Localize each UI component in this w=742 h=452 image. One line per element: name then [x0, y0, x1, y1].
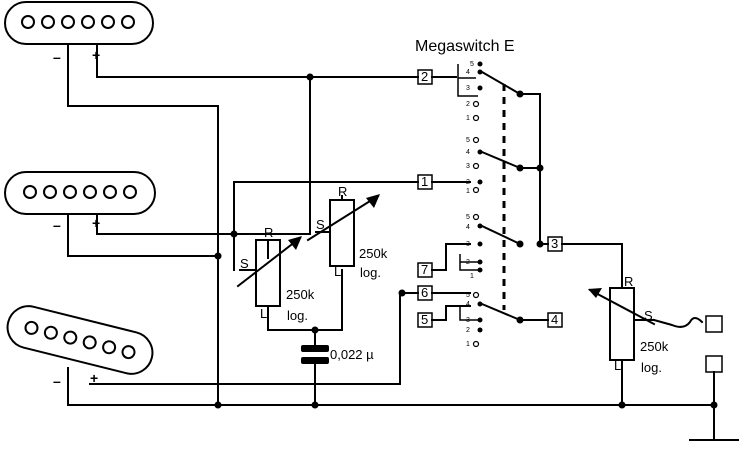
volume-s-label: S — [644, 308, 653, 323]
w4-pin-2: 2 — [466, 327, 470, 334]
pickup-middle — [4, 171, 156, 215]
junction-dots — [214, 73, 718, 409]
w1-pin-3: 3 — [466, 85, 470, 92]
neck-minus-label: – — [53, 49, 61, 65]
volume-r-label: R — [624, 274, 633, 289]
w1-pin-5: 5 — [470, 61, 474, 68]
w4-pin-1: 1 — [466, 341, 470, 348]
w1-pin-1: 1 — [466, 115, 470, 122]
w2-pin-5: 5 — [466, 137, 470, 144]
terminal-7: 7 — [417, 262, 433, 278]
tone2-r-label: R — [338, 184, 347, 199]
w4-pin-3: 3 — [466, 317, 470, 324]
tone-pot-2 — [306, 194, 380, 267]
tone1-value: 250k — [286, 287, 315, 302]
terminal-5: 5 — [417, 312, 433, 328]
terminal-2: 2 — [417, 69, 433, 85]
tone2-value: 250k — [359, 246, 388, 261]
tone1-l-label: L — [260, 306, 267, 321]
svg-text:5: 5 — [421, 312, 428, 327]
w1-pin-4: 4 — [466, 69, 470, 76]
capacitor — [301, 345, 329, 364]
svg-text:1: 1 — [421, 174, 428, 189]
svg-text:7: 7 — [421, 262, 428, 277]
terminal-6: 6 — [417, 285, 433, 301]
volume-value: 250k — [640, 339, 669, 354]
jack-sleeve-terminal — [705, 355, 723, 373]
svg-text:4: 4 — [551, 312, 558, 327]
terminal-boxes: 2 1 3 7 6 5 4 — [417, 69, 563, 328]
w2-pin-4: 4 — [466, 149, 470, 156]
w3-pin-2: 2 — [466, 259, 470, 266]
bridge-minus-label: – — [53, 373, 61, 389]
volume-taper: log. — [641, 360, 662, 375]
terminal-1: 1 — [417, 174, 433, 190]
tone1-taper: log. — [287, 308, 308, 323]
w2-pin-2: 2 — [466, 179, 470, 186]
svg-text:2: 2 — [421, 69, 428, 84]
megaswitch — [457, 64, 522, 322]
w3-pin-4: 4 — [466, 224, 470, 231]
tone1-s-label: S — [240, 256, 249, 271]
w3-pin-3: 3 — [466, 241, 470, 248]
w4-pin-4: 4 — [466, 301, 470, 308]
terminal-4: 4 — [547, 312, 563, 328]
svg-text:3: 3 — [551, 236, 558, 251]
capacitor-value: 0,022 µ — [330, 347, 374, 362]
jack-tip-terminal — [705, 315, 723, 333]
tone2-s-label: S — [316, 217, 325, 232]
w2-pin-3: 3 — [466, 163, 470, 170]
output-jack — [705, 315, 723, 373]
bridge-plus-label: + — [90, 370, 98, 386]
w3-pin-5: 5 — [466, 214, 470, 221]
w3-pin-1: 1 — [470, 273, 474, 280]
wires — [67, 43, 739, 441]
volume-l-label: L — [614, 358, 621, 373]
middle-minus-label: – — [53, 217, 61, 233]
tone2-l-label: L — [334, 264, 341, 279]
pickup-bridge — [6, 305, 154, 375]
svg-text:6: 6 — [421, 285, 428, 300]
volume-pot — [588, 287, 656, 361]
terminal-3: 3 — [547, 236, 563, 252]
switch-title: Megaswitch E — [415, 38, 515, 55]
w4-pin-5: 5 — [466, 292, 470, 299]
pickup-neck — [4, 1, 154, 45]
w1-pin-2: 2 — [466, 101, 470, 108]
tone-pot-1 — [236, 236, 302, 307]
switch-contacts — [472, 61, 483, 348]
tone1-r-label: R — [264, 225, 273, 240]
pin-numbers: 5 4 3 2 1 5 4 3 2 1 5 4 3 2 1 5 4 3 2 1 — [466, 61, 474, 348]
w2-pin-1: 1 — [466, 188, 470, 195]
tone2-taper: log. — [360, 265, 381, 280]
